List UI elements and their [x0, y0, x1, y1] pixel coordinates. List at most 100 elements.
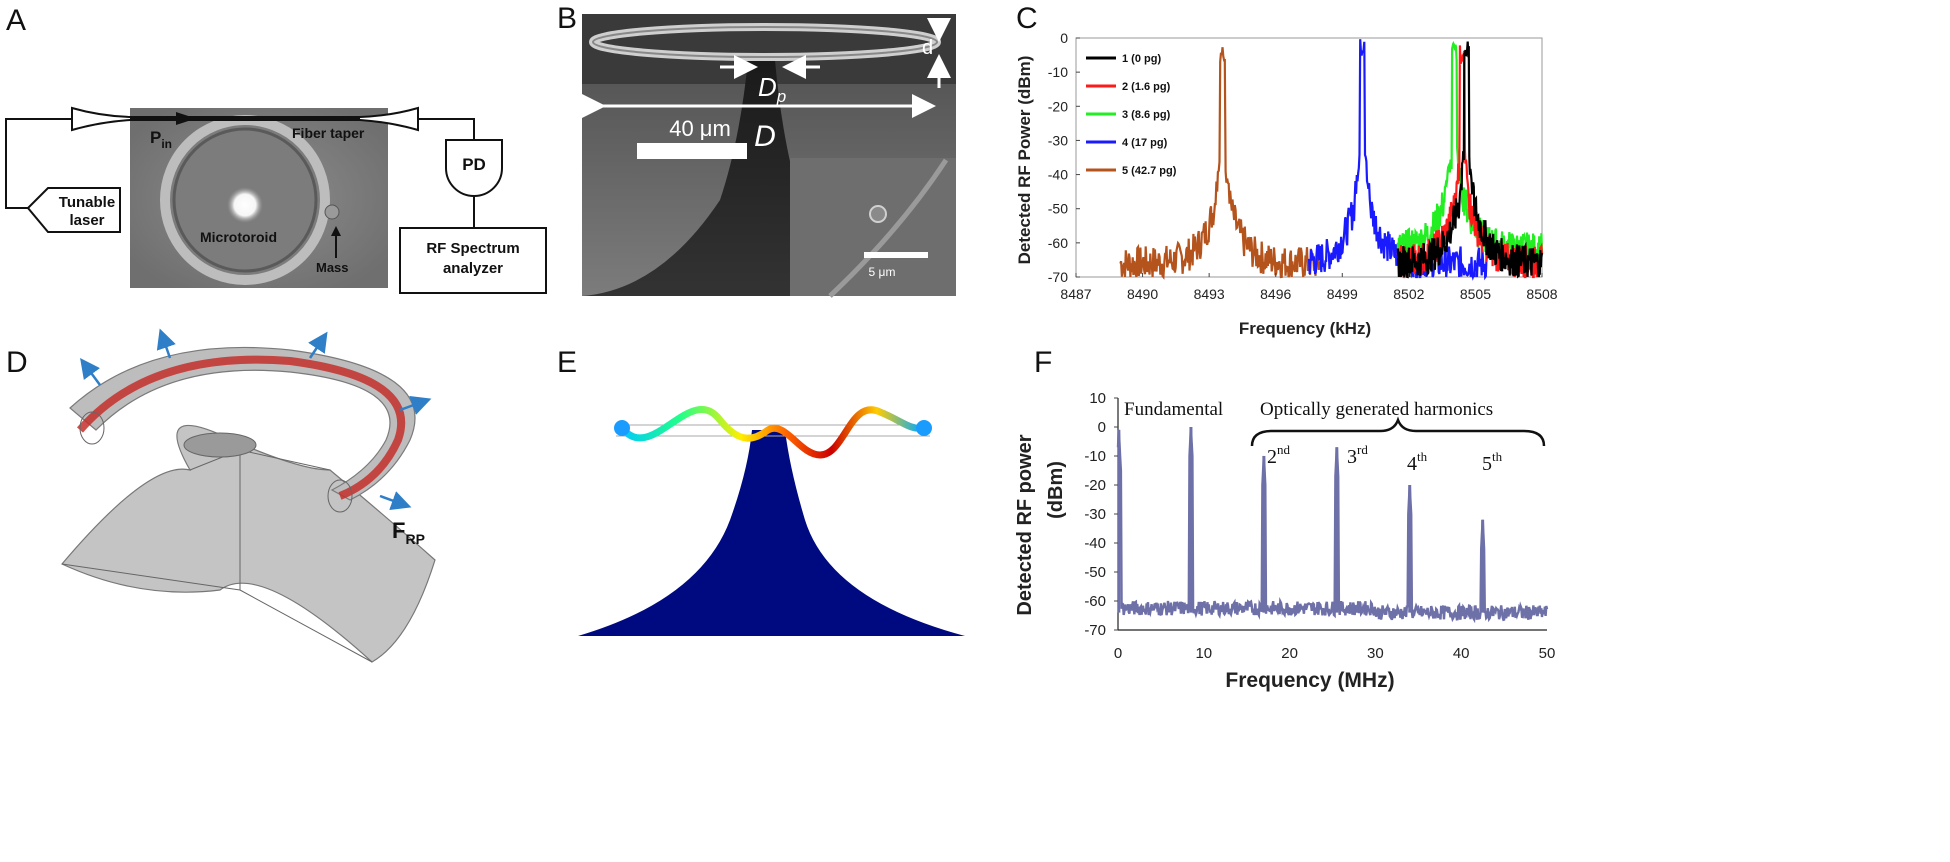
sem-inset: [790, 158, 956, 296]
chart-c-ytick-label: 0: [1060, 30, 1068, 46]
fem-pillar: [578, 430, 965, 636]
chart-c-series-line: [1396, 41, 1544, 279]
chart-c-xtick-label: 8493: [1194, 286, 1225, 302]
force-arrow-icon: [80, 357, 102, 386]
input-arrow-icon: [176, 112, 196, 125]
chart-c-series: [1119, 39, 1544, 281]
spectrum-analyzer-box: [399, 227, 547, 294]
chart-f-ylabel-line1: Detected RF power: [1014, 434, 1036, 615]
chart-c-xtick-label: 8496: [1260, 286, 1291, 302]
chart-c-xtick-label: 8490: [1127, 286, 1158, 302]
panel-f: F 0 10 20 30 40 50 -70 -60 -50 -40 -30 -20 -10 0 10 Fu…: [1014, 346, 1555, 692]
chart-c-ytick-label: -10: [1048, 64, 1068, 80]
chart-f-ytick-label: 10: [1089, 390, 1106, 407]
chart-f-xtick-label: 40: [1453, 645, 1470, 662]
chart-c-ytick-label: -20: [1048, 98, 1068, 114]
inset-scale-label: 5 μm: [869, 265, 896, 279]
chart-f-ytick-label: -60: [1084, 593, 1106, 610]
chart-f-xlabel: Frequency (MHz): [1225, 669, 1394, 692]
chart-c-ytick-label: -50: [1048, 201, 1068, 217]
panel-f-letter: F: [1034, 346, 1052, 379]
optical-mode: [76, 355, 406, 500]
tunable-laser-box: [26, 187, 121, 233]
chart-c-xtick-label: 8505: [1460, 286, 1491, 302]
force-label: FRP: [392, 518, 425, 547]
panel-d: D FRP: [6, 328, 436, 663]
inset-scale-bar: [864, 252, 928, 258]
panel-c: C 8487 8490 8493 8496 8499 8502 8505 8508 -70 -60…: [1015, 2, 1558, 338]
chart-f-ytick-label: -20: [1084, 477, 1106, 494]
p-in-label: Pin: [150, 128, 172, 151]
chart-c-ytick-label: -30: [1048, 132, 1068, 148]
sem-pillar: [582, 60, 956, 296]
chart-c-xtick-label: 8502: [1393, 286, 1424, 302]
chart-c-xtick-label: 8499: [1327, 286, 1358, 302]
chart-f-xtick-label: 10: [1195, 645, 1212, 662]
panel-e-letter: E: [557, 346, 577, 379]
mass-arrow-icon: [331, 226, 341, 236]
force-arrow-icon: [399, 396, 432, 415]
chart-c-ytick-label: -70: [1048, 269, 1068, 285]
chart-c-plot-area: [1075, 37, 1543, 278]
photodetector: [445, 139, 503, 197]
chart-c-legend-label: 4 (17 pg): [1122, 137, 1168, 149]
mass-particle: [324, 204, 340, 220]
big-d-label: D: [754, 120, 776, 153]
chart-f-xtick-label: 20: [1281, 645, 1298, 662]
chart-f-ytick-label: -10: [1084, 448, 1106, 465]
chart-f-ytick-label: -50: [1084, 564, 1106, 581]
chart-f-series: [1116, 426, 1549, 624]
harmonic-order-label: 2nd: [1267, 442, 1291, 468]
toroid-ring-3d: [69, 346, 416, 501]
chart-c-xtick-label: 8487: [1060, 286, 1091, 302]
harmonic-order-label: 3rd: [1347, 442, 1368, 468]
scale-bar: [637, 143, 747, 159]
panel-a: A Tunable laser PD RF Spectrum analyzer …: [5, 4, 547, 294]
panel-a-letter: A: [6, 4, 26, 37]
chart-c-legend: 1 (0 pg) 2 (1.6 pg) 3 (8.6 pg) 4 (17 pg) 5 (…: [1086, 53, 1177, 177]
panel-c-letter: C: [1016, 2, 1038, 35]
fundamental-label: Fundamental: [1124, 399, 1223, 420]
harmonic-order-label: 4th: [1407, 449, 1428, 475]
chart-c-ylabel: Detected RF Power (dBm): [1015, 56, 1034, 265]
harmonic-order-label: 5th: [1482, 449, 1503, 475]
panel-e: E: [557, 346, 965, 636]
chart-f-ytick-label: -40: [1084, 535, 1106, 552]
chart-c-legend-label: 2 (1.6 pg): [1122, 81, 1171, 93]
chart-f-xtick-label: 50: [1539, 645, 1556, 662]
chart-f-ylabel-line2: (dBm): [1045, 461, 1067, 519]
force-arrow-icon: [156, 328, 176, 359]
chart-f-ytick-label: 0: [1098, 419, 1106, 436]
harmonics-label: Optically generated harmonics: [1260, 399, 1493, 420]
analyzer-label-line2: analyzer: [443, 260, 503, 277]
chart-f-axes: 0 10 20 30 40 50 -70 -60 -50 -40 -30 -20 -10 0 10: [1084, 390, 1555, 662]
analyzer-label-line1: RF Spectrum: [426, 240, 519, 257]
laser-label-line1: Tunable: [59, 194, 115, 211]
panel-d-letter: D: [6, 346, 28, 379]
dp-label: Dp: [758, 72, 786, 106]
chart-c-xlabel: Frequency (kHz): [1239, 319, 1371, 338]
chart-c-xtick-label: 8508: [1526, 286, 1557, 302]
light-spot: [227, 187, 263, 223]
chart-f-ytick-label: -30: [1084, 506, 1106, 523]
chart-f-xtick-label: 30: [1367, 645, 1384, 662]
chart-c-legend-label: 1 (0 pg): [1122, 53, 1161, 65]
chart-f-ytick-label: -70: [1084, 622, 1106, 639]
chart-c-legend-label: 5 (42.7 pg): [1122, 165, 1177, 177]
harmonic-order-labels: 2nd 3rd 4th 5th: [1267, 442, 1503, 475]
chart-f-xtick-label: 0: [1114, 645, 1122, 662]
pd-label: PD: [462, 155, 486, 174]
force-arrow-icon: [379, 491, 412, 510]
fiber-taper-label: Fiber taper: [292, 125, 365, 141]
force-arrow-icon: [308, 331, 328, 359]
chart-c-ytick-label: -40: [1048, 167, 1068, 183]
harmonics-brace: [1250, 416, 1546, 447]
panel-b-letter: B: [557, 2, 577, 35]
chart-c-legend-label: 3 (8.6 pg): [1122, 109, 1171, 121]
microtoroid-label: Microtoroid: [200, 229, 277, 245]
chart-c-ytick-label: -60: [1048, 235, 1068, 251]
chart-c-series-line: [1119, 47, 1322, 280]
laser-label-line2: laser: [69, 212, 104, 229]
d-label: d: [922, 37, 933, 59]
